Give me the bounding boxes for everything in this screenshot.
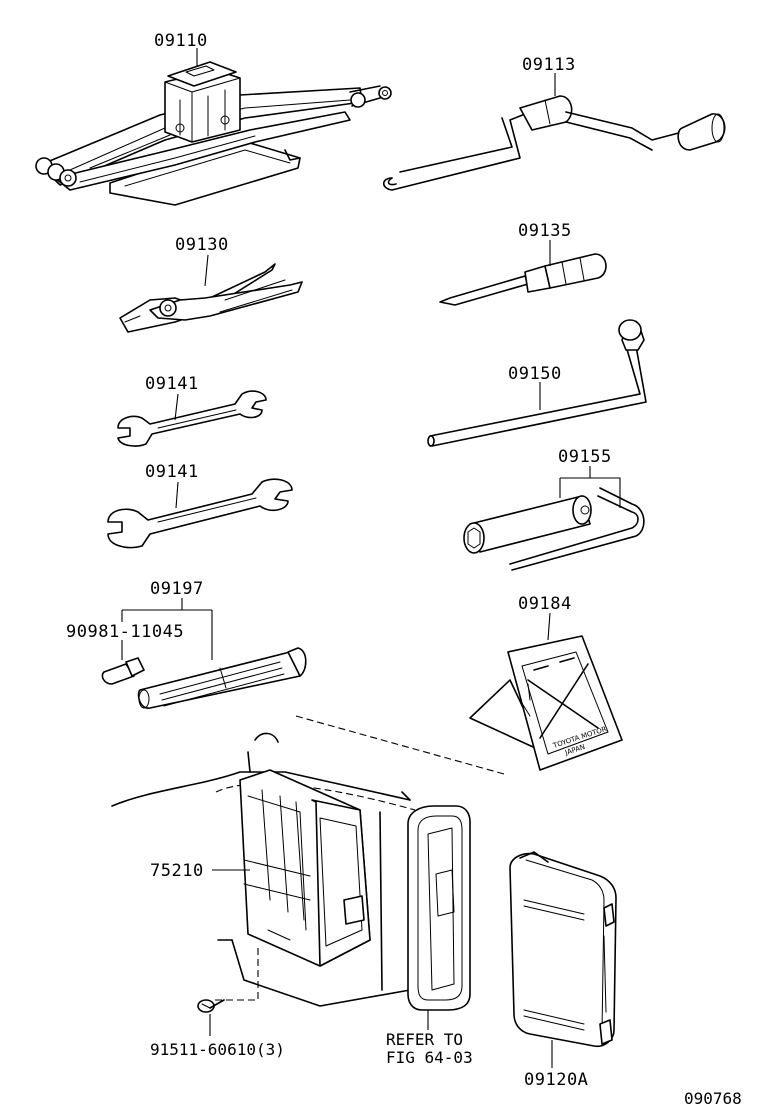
screwdriver-drawing [439,253,607,306]
label-plug-wrench: 09155 [558,447,612,467]
label-screwdriver-bit: 90981-11045 [66,622,184,642]
jack-handle-drawing [382,95,726,191]
label-tool-bag: 09120A [524,1070,588,1090]
reference-line1: REFER TO [386,1030,463,1049]
screw-drawing [197,999,225,1013]
jack-drawing [35,61,392,206]
label-jack-handle: 09113 [522,55,576,75]
tool-box-drawing [239,769,371,967]
reference-line2: FIG 64-03 [386,1048,473,1067]
label-screw: 91511-60610(3) [150,1040,285,1059]
label-screwdriver: 09135 [518,221,572,241]
vehicle-interior-drawing [111,715,505,1007]
tool-bag-drawing [509,851,617,1048]
label-wrench-2: 09141 [145,462,199,482]
label-tool-box: 75210 [150,861,204,881]
wrench-1-drawing [117,390,267,447]
wheel-nut-wrench-drawing [427,319,647,447]
figure-code: 090768 [684,1089,742,1108]
wrench-2-drawing [107,478,293,549]
label-wrench-1: 09141 [145,374,199,394]
screwdriver-set-drawing [101,647,307,709]
label-pliers: 09130 [175,235,229,255]
label-warning-triangle: 09184 [518,594,572,614]
label-jack: 09110 [154,31,208,51]
label-wheel-nut-wrench: 09150 [508,364,562,384]
label-screwdriver-set: 09197 [150,579,204,599]
plug-wrench-drawing [463,487,645,571]
pliers-drawing [119,263,303,333]
warning-triangle-drawing: TOYOTA MOTOR JAPAN [469,635,623,771]
reference-panel-drawing [407,805,471,1011]
